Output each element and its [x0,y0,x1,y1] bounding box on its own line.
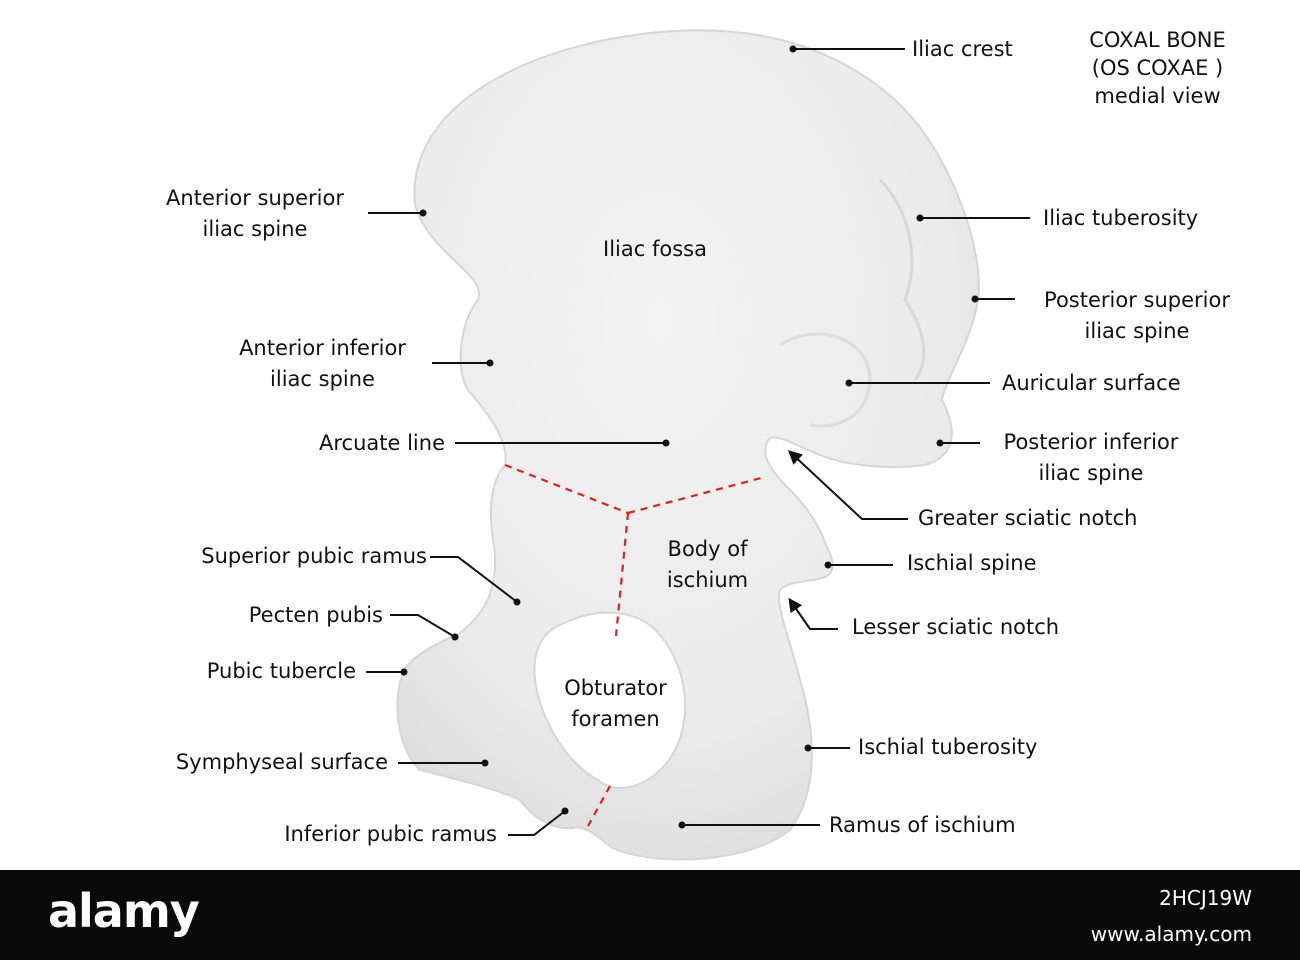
label-piis-line2: iliac spine [1038,461,1144,485]
label-asis-line2: iliac spine [202,217,308,241]
label-arcuate-line: Arcuate line [319,431,445,455]
region-obturator-foramen-line2: foramen [571,707,660,731]
leader-inferior-pubic-ramus [508,810,566,836]
dot-arcuate-line [662,439,670,447]
dot-pubic-tubercle [400,668,408,676]
dot-ischial-tuberosity [804,744,812,752]
leader-pecten-pubis [390,614,456,638]
label-iliac-crest: Iliac crest [912,37,1013,61]
dot-inferior-pubic-ramus [561,807,569,815]
label-ramus-of-ischium: Ramus of ischium [829,813,1016,837]
leader-superior-pubic-ramus [430,556,518,603]
title-line-3: medial view [1094,84,1221,108]
coxal-bone-shape [396,29,980,861]
dot-symphyseal-surface [481,759,489,767]
label-ischial-spine: Ischial spine [907,551,1037,575]
label-superior-pubic-ramus: Superior pubic ramus [201,544,427,568]
dot-superior-pubic-ramus [513,598,521,606]
ilium-ischium-suture [627,475,766,515]
leader-greater-sciatic-notch [787,450,908,520]
label-piis-line1: Posterior inferior [1003,430,1179,454]
region-body-of-ischium-line1: Body of [667,537,748,561]
title-line-1: COXAL BONE [1089,28,1226,52]
dot-psis [971,295,979,303]
label-greater-sciatic-notch: Greater sciatic notch [918,506,1138,530]
label-aiis-line1: Anterior inferior [239,336,406,360]
label-symphyseal-surface: Symphyseal surface [175,750,388,774]
label-pecten-pubis: Pecten pubis [248,603,383,627]
dot-iliac-tuberosity [916,214,924,222]
suture-lines [504,463,766,827]
leader-lines [366,48,1030,836]
label-psis-line2: iliac spine [1084,319,1190,343]
region-obturator-foramen-line1: Obturator [564,676,667,700]
region-body-of-ischium-line2: ischium [666,568,749,592]
label-psis-line1: Posterior superior [1044,288,1230,312]
dot-pecten-pubis [451,633,459,641]
auricular-surface-shading [779,332,872,428]
dot-aiis [486,359,494,367]
ilium-pubis-suture [504,463,629,515]
image-id-text: 2HCJ19W [1159,886,1252,910]
leader-lesser-sciatic-notch [788,597,838,630]
pointer-dots [400,45,979,829]
label-lesser-sciatic-notch: Lesser sciatic notch [852,615,1060,639]
alamy-logo: alamy [48,884,200,938]
dot-auricular-surface [845,379,853,387]
coxal-bone-diagram [366,29,1030,861]
iliac-tuberosity-texture [878,178,926,381]
label-iliac-tuberosity: Iliac tuberosity [1043,206,1199,230]
watermark-footer: alamy 2HCJ19W www.alamy.com [0,870,1300,960]
dot-asis [419,209,427,217]
diagram-title: COXAL BONE (OS COXAE ) medial view [1075,26,1240,110]
region-iliac-fossa: Iliac fossa [603,237,707,261]
label-inferior-pubic-ramus: Inferior pubic ramus [284,822,497,846]
title-line-2: (OS COXAE ) [1091,56,1224,80]
label-asis-line1: Anterior superior [166,186,344,210]
dot-piis [936,439,944,447]
dot-ramus-of-ischium [678,821,686,829]
footer-url-text: www.alamy.com [1090,922,1252,946]
dot-ischial-spine [824,561,832,569]
label-auricular-surface: Auricular surface [1002,371,1181,395]
label-ischial-tuberosity: Ischial tuberosity [858,735,1038,759]
dot-iliac-crest [789,45,797,53]
label-aiis-line2: iliac spine [270,367,375,391]
label-pubic-tubercle: Pubic tubercle [206,659,356,683]
